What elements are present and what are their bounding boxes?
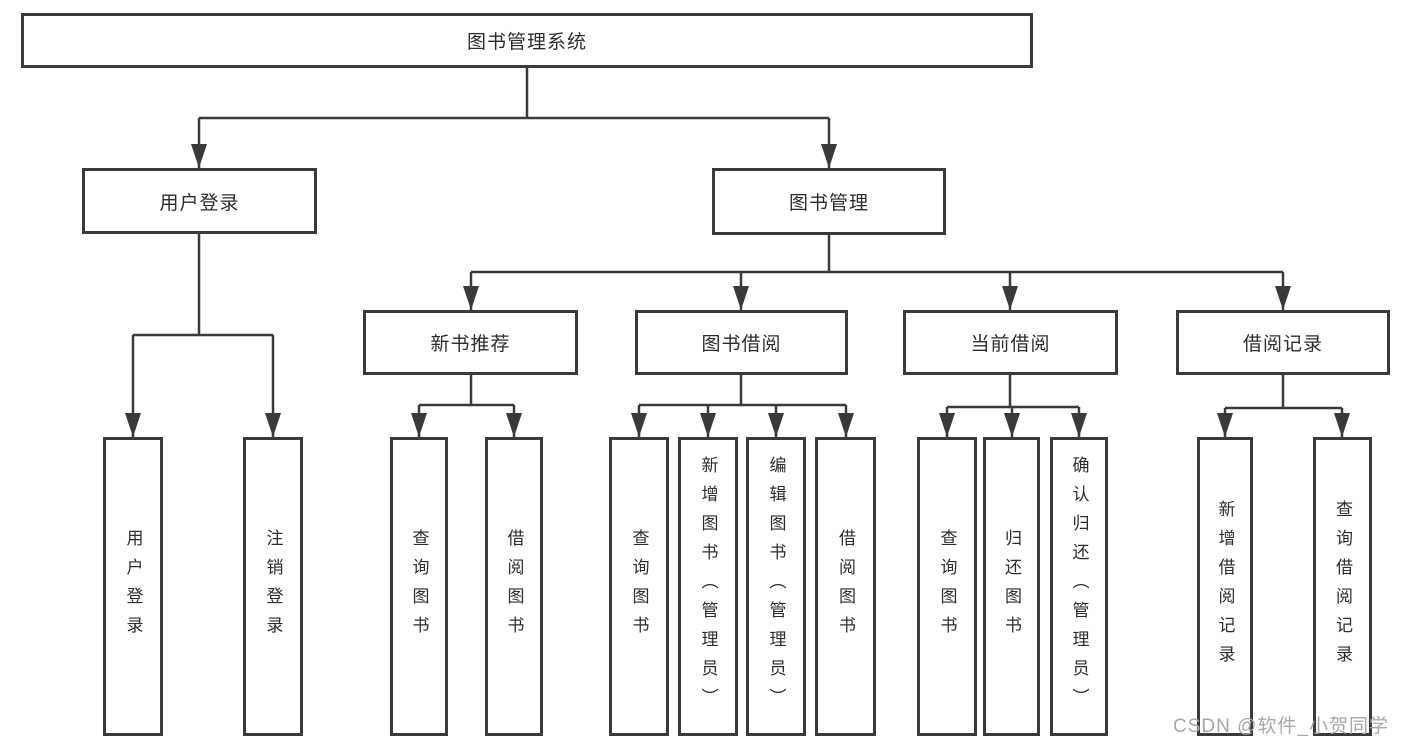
- arrow-down-icon: [463, 286, 479, 310]
- connector-book-borrow: [637, 375, 848, 437]
- node-label: 新增借阅记录: [1215, 499, 1235, 674]
- node-label: 查询图书: [937, 528, 957, 645]
- node-label: 图书管理: [788, 193, 869, 214]
- node-label: 查询借阅记录: [1333, 499, 1352, 674]
- arrow-down-icon: [1275, 286, 1291, 310]
- arrow-down-icon: [411, 413, 427, 437]
- arrow-down-icon: [768, 413, 784, 437]
- arrow-down-icon: [838, 413, 854, 437]
- leaf-user-login: 用户登录: [103, 437, 163, 736]
- arrow-down-icon: [821, 144, 837, 168]
- node-new-book-recommend: 新书推荐: [363, 310, 578, 375]
- leaf-query-books-recommend: 查询图书: [390, 437, 448, 736]
- arrow-down-icon: [939, 413, 955, 437]
- leaf-edit-books-admin: 编辑图书（管理员）: [746, 437, 806, 736]
- node-book-borrow: 图书借阅: [635, 310, 848, 375]
- node-label: 当前借阅: [970, 334, 1051, 355]
- node-current-borrow: 当前借阅: [903, 310, 1118, 375]
- node-label: 借阅图书: [504, 528, 524, 645]
- node-book-management: 图书管理: [712, 168, 946, 235]
- arrow-down-icon: [1334, 413, 1350, 437]
- leaf-query-books-borrow: 查询图书: [609, 437, 669, 736]
- arrow-down-icon: [1002, 286, 1018, 310]
- node-label: 确认归还（管理员）: [1069, 456, 1089, 717]
- node-label: 归还图书: [1002, 528, 1021, 645]
- connector-new-book: [417, 375, 516, 437]
- leaf-query-borrow-record: 查询借阅记录: [1313, 437, 1372, 736]
- leaf-confirm-return-admin: 确认归还（管理员）: [1050, 437, 1108, 736]
- arrow-down-icon: [125, 413, 141, 437]
- leaf-return-books: 归还图书: [983, 437, 1040, 736]
- node-label: 新增图书（管理员）: [698, 456, 718, 717]
- connector-root: [197, 68, 831, 168]
- node-label: 编辑图书（管理员）: [766, 456, 786, 717]
- node-label: 注销登录: [263, 528, 283, 645]
- csdn-watermark: CSDN @软件_小贺同学: [1173, 716, 1389, 737]
- leaf-borrow-books: 借阅图书: [815, 437, 876, 736]
- arrow-down-icon: [191, 144, 207, 168]
- leaf-add-borrow-record: 新增借阅记录: [1197, 437, 1253, 736]
- node-borrow-records: 借阅记录: [1176, 310, 1390, 375]
- connector-user-login: [131, 234, 275, 437]
- arrow-down-icon: [700, 413, 716, 437]
- leaf-add-books-admin: 新增图书（管理员）: [678, 437, 738, 736]
- node-label: 新书推荐: [430, 334, 511, 355]
- node-user-login: 用户登录: [82, 168, 317, 234]
- node-label: 查询图书: [409, 528, 429, 645]
- leaf-logout: 注销登录: [243, 437, 303, 736]
- node-label: 图书管理系统: [466, 32, 587, 53]
- node-label: 用户登录: [159, 192, 240, 214]
- node-label: 查询图书: [629, 528, 649, 645]
- leaf-borrow-books-recommend: 借阅图书: [485, 437, 543, 736]
- arrow-down-icon: [1217, 413, 1233, 437]
- arrow-down-icon: [1004, 413, 1020, 437]
- arrow-down-icon: [733, 286, 749, 310]
- arrow-down-icon: [631, 413, 647, 437]
- node-label: 图书借阅: [701, 334, 782, 355]
- arrow-down-icon: [265, 413, 281, 437]
- node-label: 借阅图书: [836, 528, 855, 645]
- node-label: 用户登录: [123, 528, 143, 645]
- arrow-down-icon: [506, 413, 522, 437]
- connector-borrow-records: [1223, 375, 1344, 437]
- connector-book-management: [469, 235, 1285, 310]
- node-library-management-system: 图书管理系统: [21, 13, 1033, 68]
- leaf-query-books-current: 查询图书: [917, 437, 977, 736]
- arrow-down-icon: [1071, 413, 1087, 437]
- node-label: 借阅记录: [1242, 334, 1323, 355]
